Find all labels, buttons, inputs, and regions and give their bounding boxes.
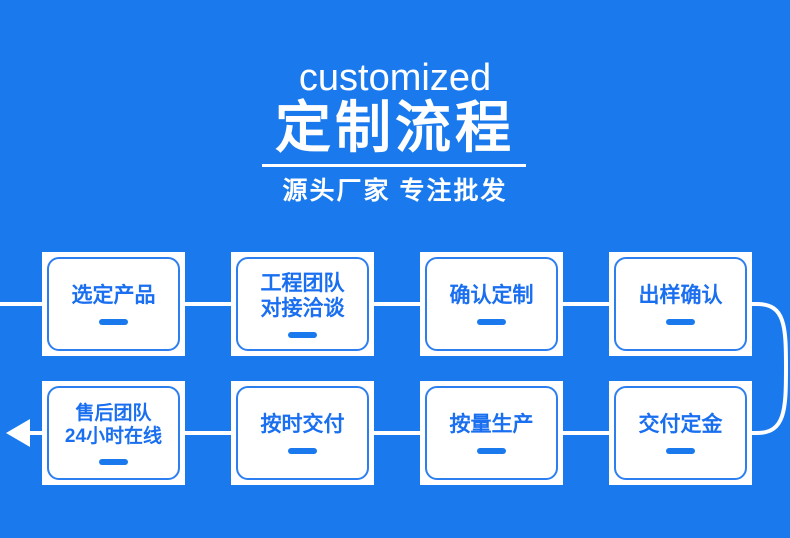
underline-dash-icon [666,319,695,325]
flow-step-label: 出样确认 [638,284,723,307]
underline-dash-icon [288,448,317,454]
flow-step-label: 工程团队 对接洽谈 [260,271,345,320]
underline-dash-icon [99,458,128,465]
flow-step-card: 确认定制 [425,257,558,351]
underline-dash-icon [477,448,506,454]
flow-step-card: 按时交付 [236,386,369,480]
flow-step-card: 选定产品 [47,257,180,351]
flow-step-engineering-team[interactable]: 工程团队 对接洽谈 [231,252,374,356]
flow-step-label: 选定产品 [71,284,156,307]
flow-step-card: 工程团队 对接洽谈 [236,257,369,351]
arrow-out-left [6,419,30,447]
flow-step-label: 交付定金 [638,413,723,436]
flow-step-batch-production[interactable]: 按量生产 [420,381,563,485]
title-divider [262,164,526,167]
underline-dash-icon [477,319,506,325]
underline-dash-icon [288,331,317,338]
flow-step-label: 按时交付 [260,413,345,436]
flow-step-label: 按量生产 [449,413,534,436]
flow-step-card: 出样确认 [614,257,747,351]
flow-step-label: 售后团队 24小时在线 [64,402,163,447]
flow-step-after-sales[interactable]: 售后团队 24小时在线 [42,381,185,485]
underline-dash-icon [99,319,128,325]
u-turn-right [748,302,789,435]
flow-step-card: 交付定金 [614,386,747,480]
flow-step-confirm-custom[interactable]: 确认定制 [420,252,563,356]
page-title: 定制流程 [275,96,515,159]
flow-step-on-time-delivery[interactable]: 按时交付 [231,381,374,485]
flow-step-label: 确认定制 [449,284,534,307]
underline-dash-icon [666,448,695,454]
flow-step-sample-confirm[interactable]: 出样确认 [609,252,752,356]
flow-step-card: 按量生产 [425,386,558,480]
flow-step-select-product[interactable]: 选定产品 [42,252,185,356]
flow-step-card: 售后团队 24小时在线 [47,386,180,480]
page-subtitle: 源头厂家 专注批发 [282,177,508,205]
flow-step-pay-deposit[interactable]: 交付定金 [609,381,752,485]
page-title-english: customized [298,57,492,99]
